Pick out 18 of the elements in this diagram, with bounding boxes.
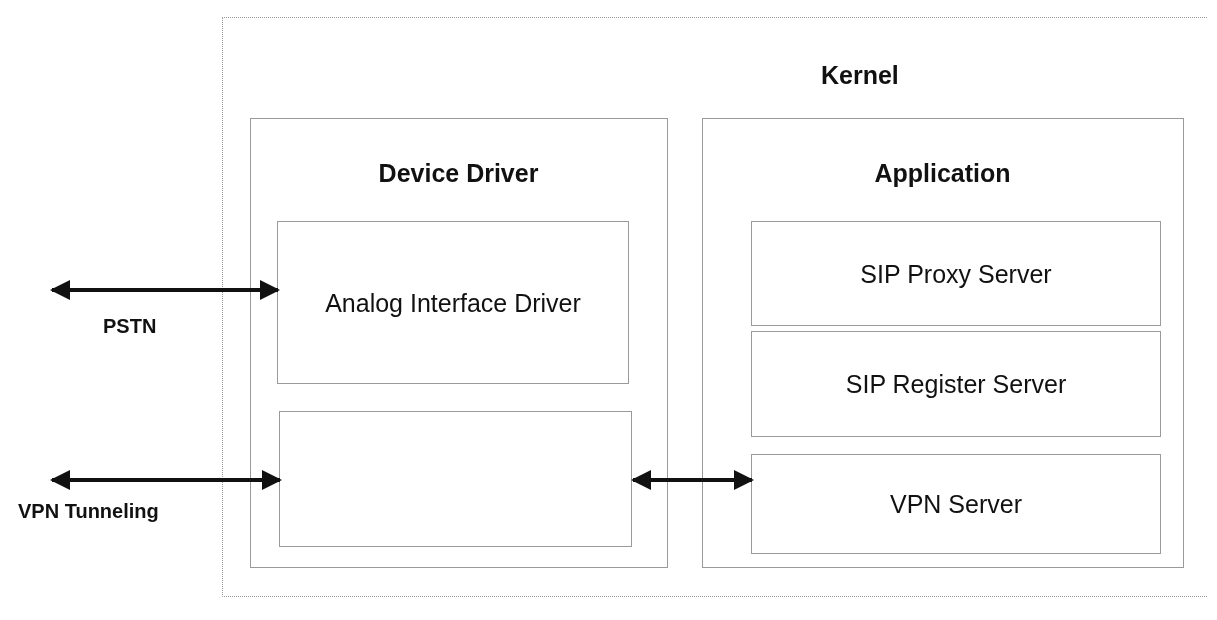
module-box — [751, 454, 1161, 554]
layer-box — [249, 117, 668, 568]
module-box — [751, 331, 1161, 437]
layer-title: Application — [873, 158, 1012, 188]
layer-box — [701, 117, 1184, 568]
module-label: Analog Interface Driver — [324, 287, 582, 319]
double-arrow — [50, 470, 282, 490]
edge-label: VPN Tunneling — [18, 500, 159, 523]
double-arrow — [631, 470, 754, 490]
layer-title: Kernel — [821, 61, 899, 90]
layer-title: Device Driver — [377, 158, 540, 188]
module-label: VPN Server — [889, 488, 1023, 520]
module-box — [751, 221, 1161, 326]
double-arrow — [50, 280, 280, 300]
module-box — [279, 411, 632, 547]
module-label: SIP Proxy Server — [859, 258, 1053, 290]
module-label: SIP Register Server — [844, 368, 1068, 400]
module-box — [277, 221, 629, 384]
